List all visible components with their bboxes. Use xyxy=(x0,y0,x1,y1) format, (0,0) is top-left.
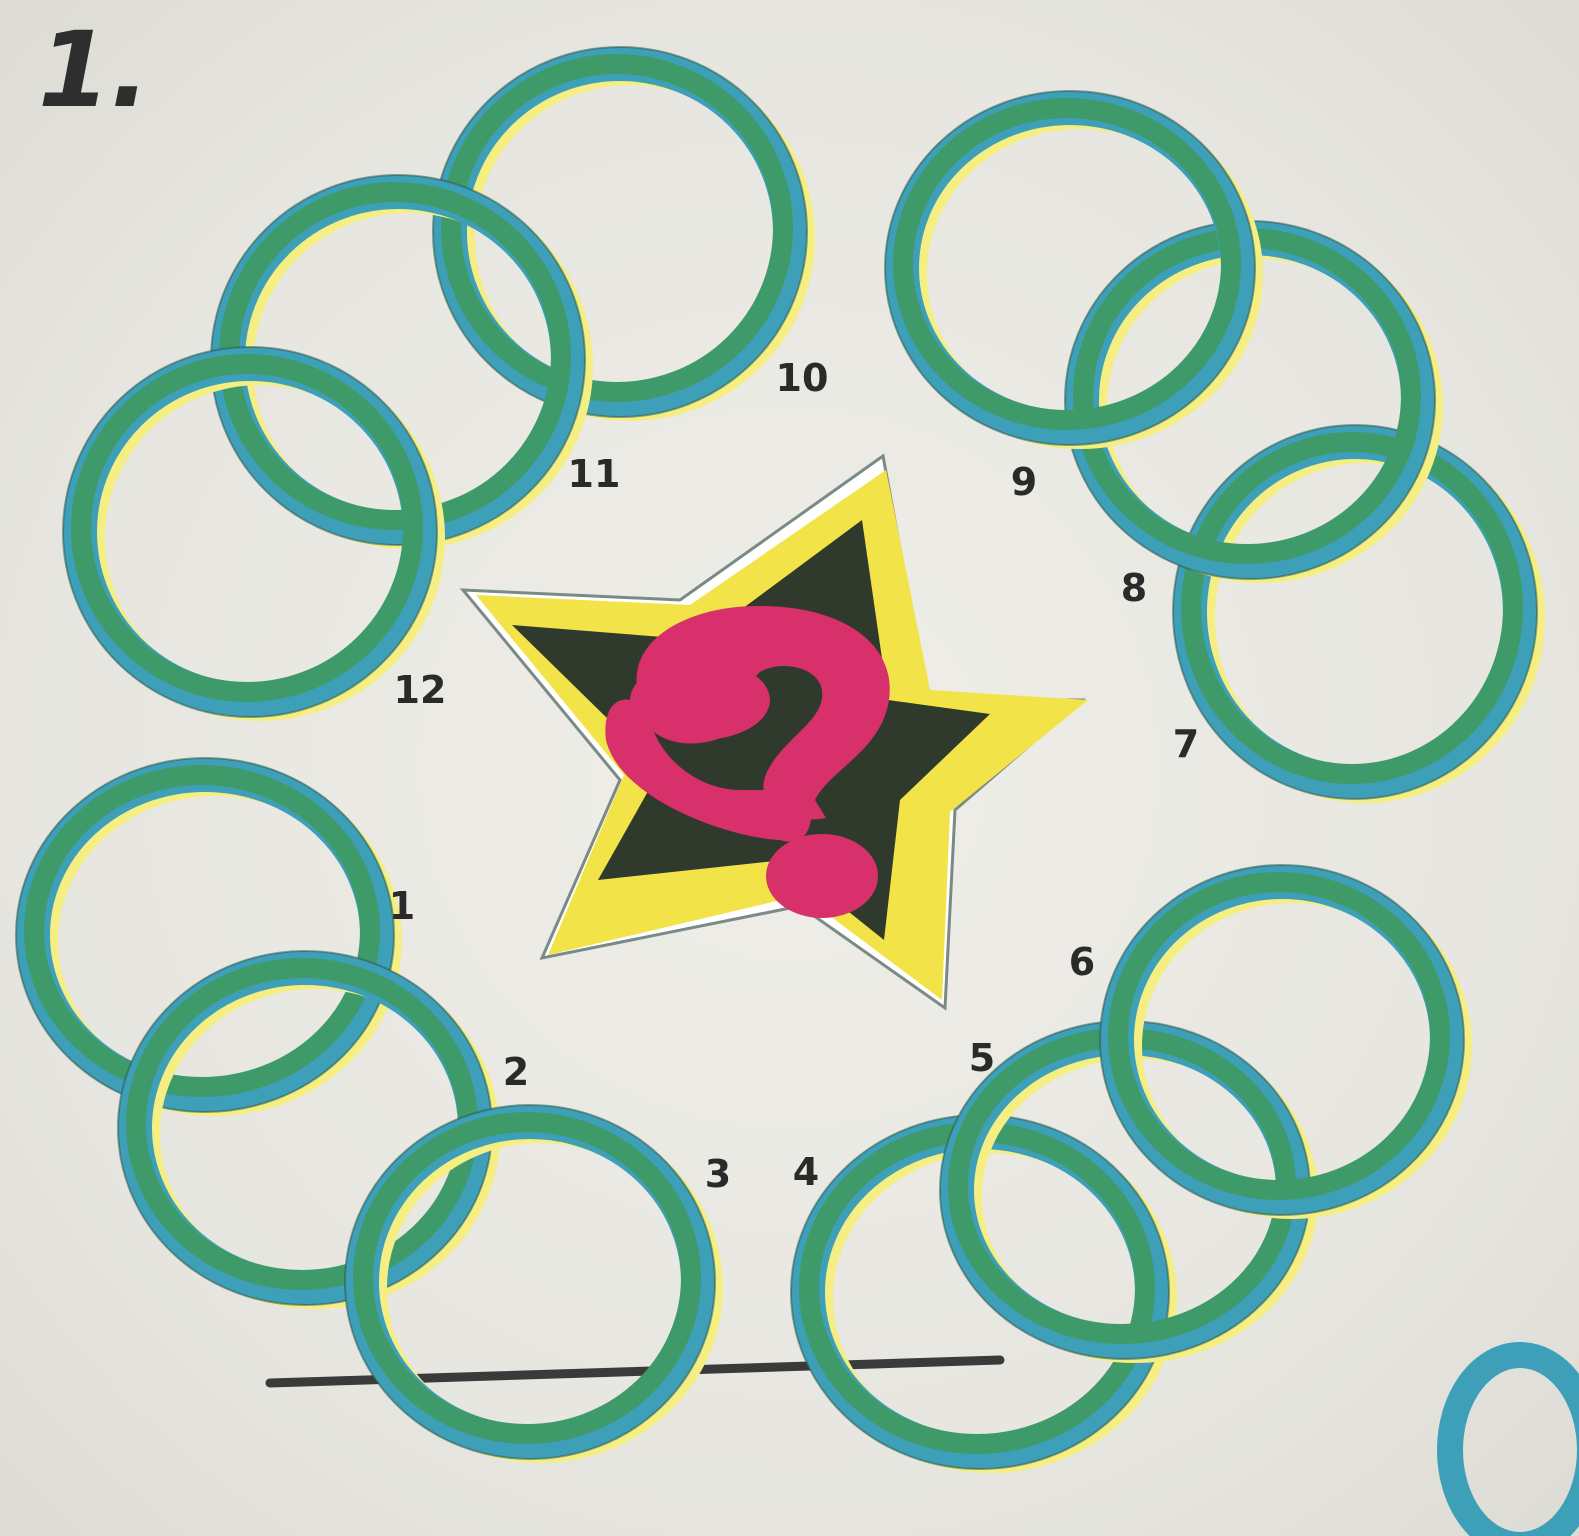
ring-label-4: 4 xyxy=(793,1153,819,1191)
ring-icon xyxy=(118,951,492,1305)
ring-highlight xyxy=(34,775,370,1087)
ring-icon xyxy=(1450,1355,1579,1536)
ring-label-10: 10 xyxy=(776,359,829,397)
ring-label-6: 6 xyxy=(1069,943,1095,981)
ring-label-1: 1 xyxy=(389,887,415,925)
ring-label-11: 11 xyxy=(568,455,621,493)
ring-icon xyxy=(1173,425,1537,799)
ring-label-5: 5 xyxy=(969,1039,995,1077)
ring-label-8: 8 xyxy=(1121,569,1147,607)
ring-label-3: 3 xyxy=(705,1155,731,1193)
puzzle-number: 1. xyxy=(38,18,150,122)
ring-highlight xyxy=(136,968,468,1280)
ring-label-12: 12 xyxy=(394,671,447,709)
ring-label-9: 9 xyxy=(1011,463,1037,501)
ring-highlight xyxy=(1191,442,1513,774)
ring-icon xyxy=(16,758,394,1112)
ring-label-2: 2 xyxy=(503,1053,529,1091)
star-icon xyxy=(463,456,1088,1008)
ring-label-7: 7 xyxy=(1173,725,1199,763)
